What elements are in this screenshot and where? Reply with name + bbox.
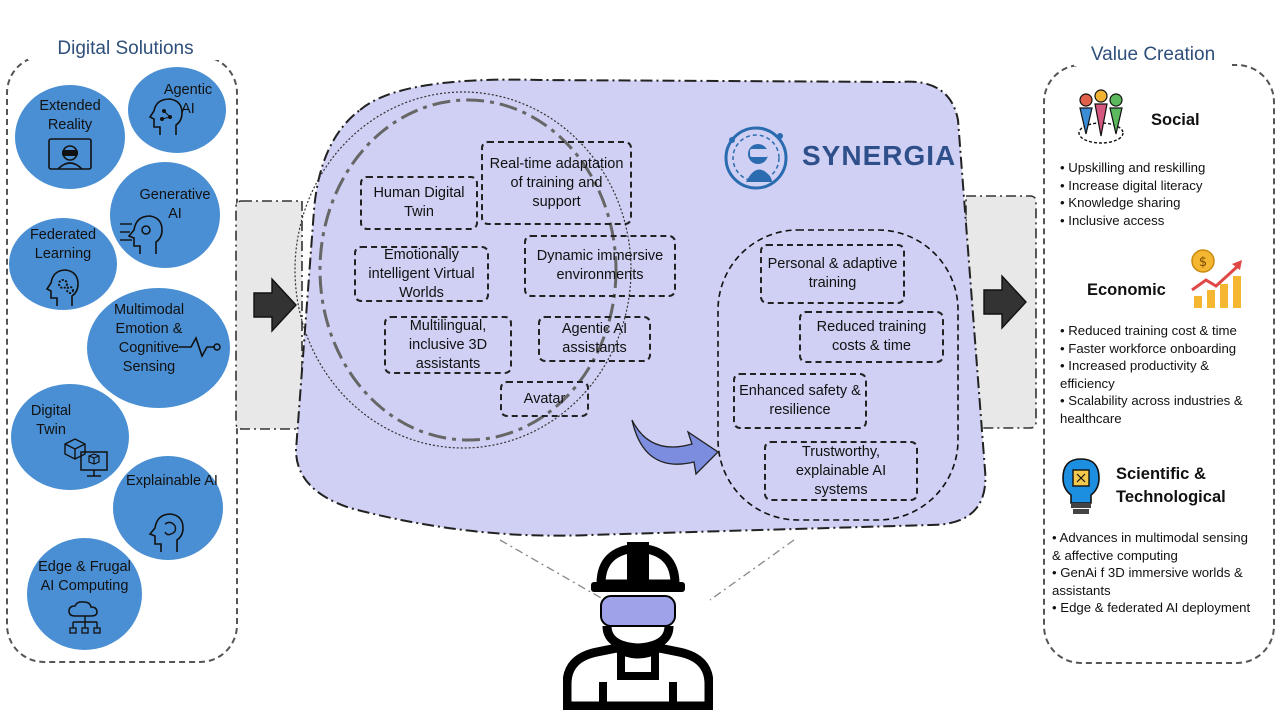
list-item: • Reduced training cost & time [1060,323,1237,338]
extended-reality-label: Extended Reality [39,98,101,133]
ai-robot-head-icon [120,215,163,254]
synergia-blob [294,78,987,611]
right-arrow-icon [983,274,1027,330]
list-item: efficiency [1060,375,1115,391]
list-item: & affective computing [1052,547,1178,563]
head-gears-icon [45,269,79,306]
list-item: • Edge & federated AI deployment [1052,600,1251,615]
list-item: assistants [1052,582,1111,598]
outcome-personal-adaptive-training: Personal & adaptive training [760,244,905,304]
social-heading: Social [1151,111,1200,129]
outcome-reduced-training-costs: Reduced training costs & time [799,311,944,363]
right-arrow-icon [253,277,297,333]
lightbulb-chip-icon [1062,458,1100,514]
circle-extended-reality: Extended Reality [15,85,125,189]
list-item: • Scalability across industries & [1060,393,1243,408]
economic-heading: Economic [1087,281,1166,299]
list-item: • Knowledge sharing [1060,195,1181,210]
multimodal-sensing-label: Multimodal Emotion & Cognitive Sensing [113,302,185,375]
scientific-heading-line2: Technological [1116,488,1226,506]
outcome-trustworthy-ai: Trustworthy, explainable AI systems [764,441,918,501]
list-item: • GenAi f 3D immersive worlds & [1052,565,1243,580]
value-creation-panel [1043,64,1275,664]
economic-bullets: • Reduced training cost & time • Faster … [1060,322,1243,427]
left-connector [235,200,303,430]
list-item: • Advances in multimodal sensing [1052,530,1248,545]
feature-avatar: Avatar [500,381,589,417]
circle-explainable-ai: Explainable AI [113,456,223,560]
scientific-bullets: • Advances in multimodal sensing & affec… [1052,529,1250,617]
circle-agentic-ai: Agentic AI [128,67,226,153]
ai-head-icon [148,513,184,552]
digital-twin-label: Digital Twin [30,403,72,438]
people-group-icon [1078,89,1124,144]
scientific-heading-line1: Scientific & [1116,465,1206,483]
growth-chart-coin-icon: $ [1191,249,1242,308]
digital-solutions-title: Digital Solutions [28,38,223,60]
vr-worker-icon [563,542,713,710]
list-item: • Inclusive access [1060,212,1165,228]
list-item: • Faster workforce onboarding [1060,340,1237,356]
signal-wave-icon [179,336,221,358]
list-item: • Increased productivity & [1060,358,1210,373]
circle-digital-twin: Digital Twin [11,384,129,490]
svg-text:$: $ [1199,255,1207,270]
feature-real-time-adaptation: Real-time adaptation of training and sup… [481,141,632,225]
value-creation-title: Value Creation [1074,44,1232,66]
feature-dynamic-immersive-environments: Dynamic immersive environments [524,235,676,297]
feature-multilingual-3d-assistants: Multilingual, inclusive 3D assistants [384,316,512,374]
feature-human-digital-twin: Human Digital Twin [360,176,478,230]
list-item: • Upskilling and reskilling [1060,160,1206,175]
right-connector [965,195,1037,429]
synergia-logo-text: SYNERGIA [802,140,957,171]
vr-headset-user-icon [48,138,92,170]
federated-learning-label: Federated Learning [29,227,97,262]
agentic-ai-label: Agentic AI [163,82,213,117]
list-item: healthcare [1060,410,1122,426]
edge-frugal-ai-label: Edge & Frugal AI Computing [38,559,131,594]
list-item: • Increase digital literacy [1060,177,1203,193]
cloud-network-icon [68,601,101,634]
social-bullets: • Upskilling and reskilling • Increase d… [1060,159,1205,229]
ai-head-profile-icon [148,98,183,135]
feature-agentic-ai-assistants: Agentic AI assistants [538,316,651,362]
circle-edge-frugal-ai: Edge & Frugal AI Computing [27,538,142,650]
cubes-monitor-icon [64,438,108,477]
feature-emotionally-intelligent-worlds: Emotionally intelligent Virtual Worlds [354,246,489,302]
circle-federated-learning: Federated Learning [9,218,117,310]
outcome-enhanced-safety: Enhanced safety & resilience [733,373,867,429]
explainable-ai-label: Explainable AI [126,473,218,489]
generative-ai-label: Generative AI [139,187,211,222]
circle-multimodal-sensing: Multimodal Emotion & Cognitive Sensing [87,288,230,408]
circle-generative-ai: Generative AI [110,162,220,268]
synergia-logo-icon [724,126,788,190]
